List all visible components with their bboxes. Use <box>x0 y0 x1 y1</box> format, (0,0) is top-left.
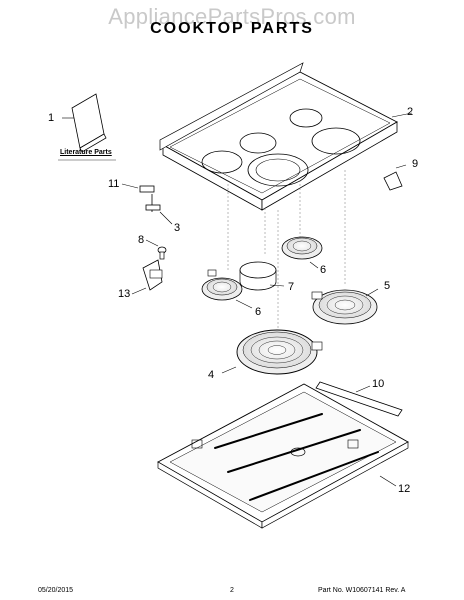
cooktop-glass <box>159 62 413 211</box>
callout-10: 10 <box>372 378 385 390</box>
literature-booklet <box>62 93 107 153</box>
callout-2: 2 <box>407 106 414 118</box>
element-large <box>221 329 323 375</box>
page-title: COOKTOP PARTS <box>150 20 314 37</box>
callout-9: 9 <box>412 158 419 170</box>
trim-strip <box>315 381 403 417</box>
reflector-ring <box>239 261 285 291</box>
callout-4: 4 <box>208 369 215 381</box>
footer-part-number: Part No. W10607141 Rev. A <box>318 587 406 594</box>
callout-6-lower: 6 <box>255 306 262 318</box>
literature-label: Literature Parts <box>60 149 112 156</box>
footer-date: 05/20/2015 <box>38 587 74 594</box>
footer-page: 2 <box>230 587 234 594</box>
alignment-lines <box>227 170 346 335</box>
element-medium <box>311 288 379 325</box>
watermark: AppliancePartsPros.com <box>108 4 356 29</box>
element-small-lower <box>201 269 253 309</box>
callout-12: 12 <box>398 483 411 495</box>
callout-8: 8 <box>138 234 145 246</box>
clip <box>383 164 407 191</box>
screw <box>145 239 167 260</box>
burner-box <box>157 383 409 529</box>
element-small-upper <box>281 236 323 269</box>
callout-11: 11 <box>108 178 120 190</box>
bracket <box>131 259 163 295</box>
callout-7: 7 <box>288 281 295 293</box>
callout-1: 1 <box>48 112 55 124</box>
callout-5: 5 <box>384 280 391 292</box>
callout-6-upper: 6 <box>320 264 327 276</box>
terminal-block <box>121 183 173 225</box>
callout-13: 13 <box>118 288 131 300</box>
callout-3: 3 <box>174 222 181 234</box>
